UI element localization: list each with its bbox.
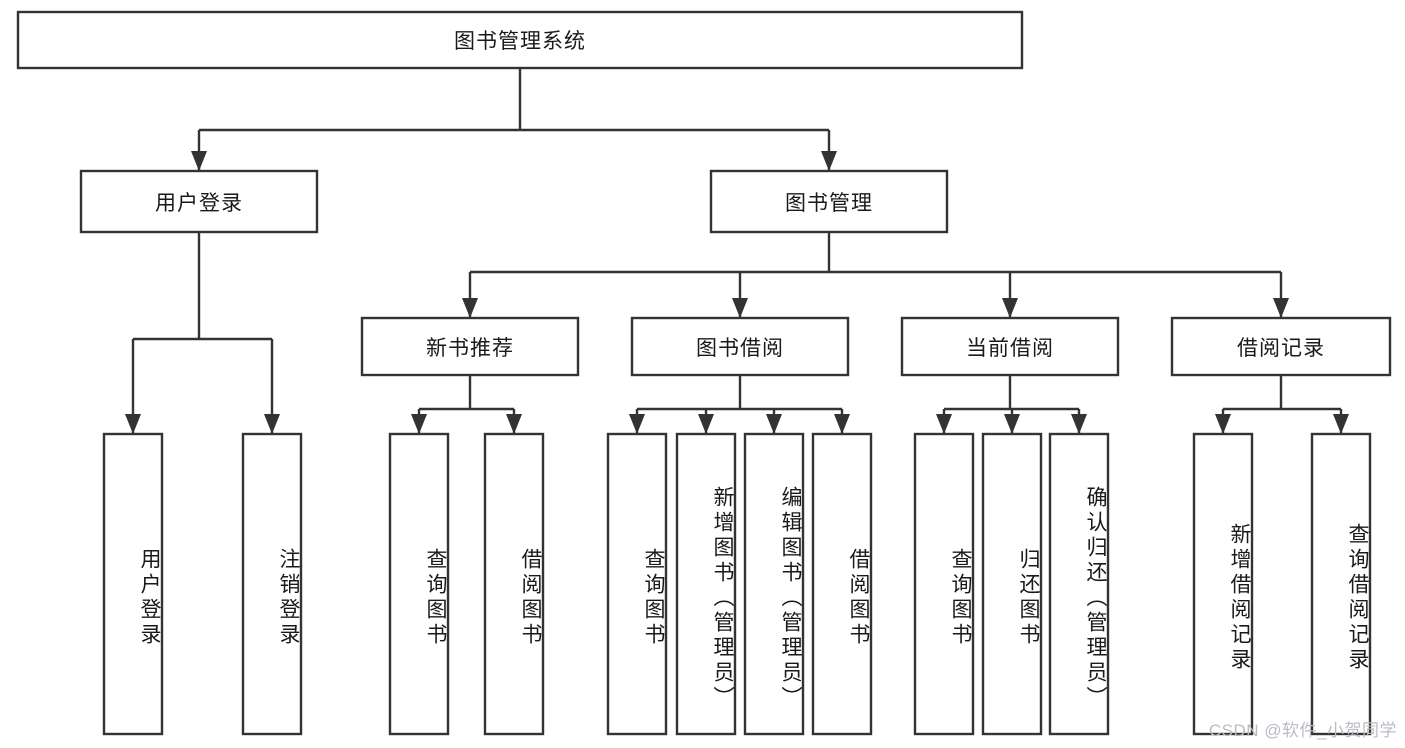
node-box-user-login[interactable]: [79, 169, 319, 234]
node-box-borrow-record[interactable]: [1170, 316, 1392, 377]
node-box-layer: [16, 10, 1392, 736]
arrow-new-book-recommend: [462, 298, 478, 318]
node-box-leaf-logout[interactable]: [241, 432, 303, 736]
arrow-leaf-query-book-2: [629, 414, 645, 434]
node-box-leaf-add-record[interactable]: [1192, 432, 1254, 736]
node-box-book-manage[interactable]: [709, 169, 949, 234]
arrow-leaf-return-book: [1004, 414, 1020, 434]
watermark: CSDN @软件_小贺同学: [1208, 721, 1397, 740]
arrow-leaf-add-book: [698, 414, 714, 434]
node-box-leaf-borrow-book-1[interactable]: [483, 432, 545, 736]
arrow-leaf-add-record: [1215, 414, 1231, 434]
arrow-leaf-logout: [264, 414, 280, 434]
node-box-leaf-query-record[interactable]: [1310, 432, 1372, 736]
arrow-leaf-borrow-book-2: [834, 414, 850, 434]
node-box-leaf-query-book-2[interactable]: [606, 432, 668, 736]
node-box-leaf-add-book[interactable]: [675, 432, 737, 736]
arrow-book-manage: [821, 151, 837, 171]
node-box-leaf-query-book-3[interactable]: [913, 432, 975, 736]
arrow-leaf-edit-book: [766, 414, 782, 434]
arrow-leaf-user-login: [125, 414, 141, 434]
arrow-leaf-query-book-3: [936, 414, 952, 434]
arrow-leaf-query-book-1: [411, 414, 427, 434]
node-box-leaf-return-book[interactable]: [981, 432, 1043, 736]
node-box-leaf-user-login[interactable]: [102, 432, 164, 736]
node-box-leaf-query-book-1[interactable]: [388, 432, 450, 736]
arrow-borrow-record: [1273, 298, 1289, 318]
arrow-user-login: [191, 151, 207, 171]
node-box-current-borrow[interactable]: [900, 316, 1120, 377]
arrow-leaf-query-record: [1333, 414, 1349, 434]
arrow-leaf-confirm-return: [1071, 414, 1087, 434]
node-box-root[interactable]: [16, 10, 1024, 70]
node-box-book-borrow[interactable]: [630, 316, 850, 377]
node-box-new-book-recommend[interactable]: [360, 316, 580, 377]
node-box-leaf-confirm-return[interactable]: [1048, 432, 1110, 736]
node-box-leaf-edit-book[interactable]: [743, 432, 805, 736]
arrow-book-borrow: [732, 298, 748, 318]
node-box-leaf-borrow-book-2[interactable]: [811, 432, 873, 736]
arrow-leaf-borrow-book-1: [506, 414, 522, 434]
arrow-current-borrow: [1002, 298, 1018, 318]
connector-layer: [125, 68, 1349, 434]
